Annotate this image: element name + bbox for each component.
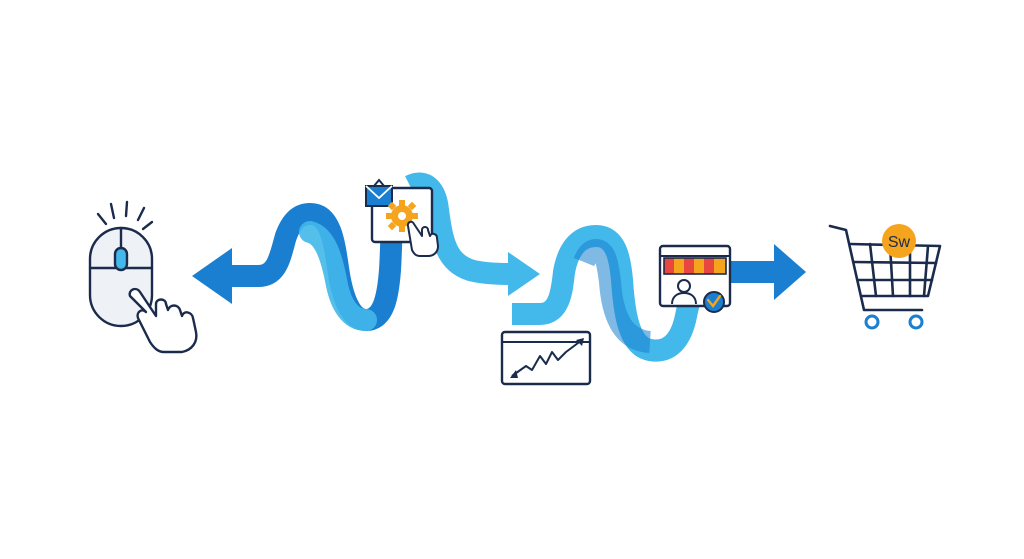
left-journey-path xyxy=(192,189,410,332)
gear-icon xyxy=(386,200,418,232)
awning xyxy=(663,257,727,275)
right-wave-light xyxy=(512,224,710,362)
right-wave-dark xyxy=(573,238,652,353)
cart-badge-text: Sw xyxy=(888,234,911,251)
left-wave-highlight xyxy=(299,221,377,331)
middle-arrow-head xyxy=(508,252,540,296)
left-arrow-head xyxy=(192,248,232,304)
trend-line xyxy=(511,339,583,377)
storefront-icon xyxy=(658,244,732,313)
cart-badge: Sw xyxy=(882,224,916,258)
right-journey-path xyxy=(512,224,806,362)
right-arrow-head xyxy=(774,244,806,300)
envelope-icon xyxy=(365,178,393,207)
shopping-cart-icon xyxy=(828,224,942,330)
email-settings-icon xyxy=(365,178,439,257)
analytics-chart-icon xyxy=(500,330,592,386)
hand-pointer-icon xyxy=(128,287,198,354)
badge-check-icon xyxy=(703,291,725,313)
customer-icon xyxy=(671,279,697,305)
tap-hand-icon xyxy=(406,220,439,257)
